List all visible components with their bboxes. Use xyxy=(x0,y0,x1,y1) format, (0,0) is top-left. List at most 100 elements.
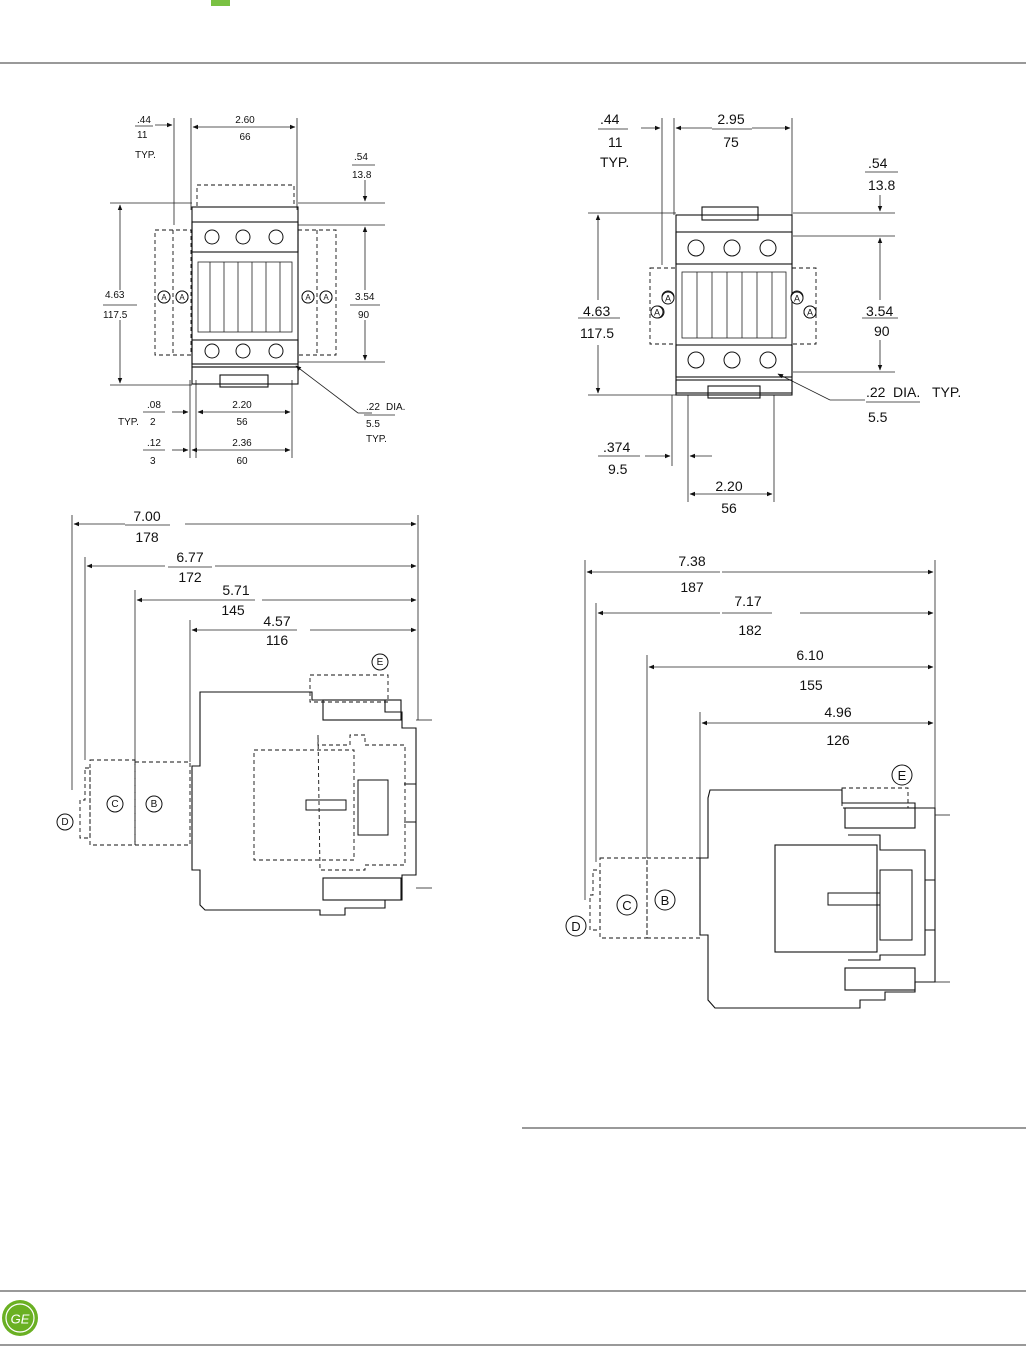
callout-d: D xyxy=(571,919,580,934)
dim-label-mm: 56 xyxy=(721,500,737,516)
dim-label-mm: 13.8 xyxy=(868,177,895,193)
dim-label-in: 2.20 xyxy=(715,478,742,494)
dim-label-mm: 56 xyxy=(236,417,248,428)
dim-label-mm: 75 xyxy=(723,134,739,150)
dim-label-mm: 187 xyxy=(680,579,704,595)
dim-label-in: 6.10 xyxy=(796,647,823,663)
dim-label-mm: 66 xyxy=(239,132,251,143)
dim-label-in: 6.77 xyxy=(176,549,203,565)
dim-label-in: 3.54 xyxy=(355,292,375,303)
dim-label-in: .374 xyxy=(603,439,630,455)
callout-c-circle xyxy=(106,795,124,813)
dim-note: TYP. xyxy=(600,154,629,170)
dim-label-mm: 13.8 xyxy=(352,170,372,181)
dim-label-mm: 182 xyxy=(738,622,762,638)
dim-label-in: 2.36 xyxy=(232,438,252,449)
callout-a-circle xyxy=(803,305,817,319)
dim-label-in: 3.54 xyxy=(866,303,893,319)
dim-label-mm: 3 xyxy=(150,456,156,467)
dim-label-mm: 116 xyxy=(266,632,289,648)
dim-label-in: 2.60 xyxy=(235,115,255,126)
section-marker xyxy=(211,0,230,6)
left-side-view xyxy=(71,515,432,916)
dim-label-in: .44 xyxy=(600,111,620,127)
dim-label-mm: 9.5 xyxy=(608,461,628,477)
callout-e-circle xyxy=(891,764,913,786)
dim-label-in: 4.63 xyxy=(105,290,125,301)
callout-a: A xyxy=(323,293,329,302)
dim-label-in: .22 xyxy=(366,402,380,413)
callout-e-circle xyxy=(371,653,389,671)
dim-note: TYP. xyxy=(118,417,139,428)
dim-label-mm: 5.5 xyxy=(868,409,888,425)
dim-label-in: 4.63 xyxy=(583,303,610,319)
dim-note: TYP. xyxy=(135,150,156,161)
dim-label-in: .44 xyxy=(137,115,151,126)
dim-label-mm: 2 xyxy=(150,417,156,428)
callout-d: D xyxy=(61,817,68,828)
dim-label-in: .22 xyxy=(866,384,886,400)
callout-a: A xyxy=(654,308,660,318)
left-front-view xyxy=(103,118,395,458)
callout-d-circle xyxy=(565,915,587,937)
callout-c: C xyxy=(111,799,118,810)
dim-label-mm: 5.5 xyxy=(366,419,380,430)
callout-a: A xyxy=(305,293,311,302)
dim-label-in: 2.20 xyxy=(232,400,252,411)
callout-e: E xyxy=(377,657,384,668)
ge-monogram-logo: GE xyxy=(2,1300,38,1336)
callout-a-circle xyxy=(319,290,333,304)
dim-label-mm: 178 xyxy=(135,529,159,545)
dim-label-in: .54 xyxy=(354,152,368,163)
callout-a: A xyxy=(179,293,185,302)
dim-label-in: 4.57 xyxy=(263,613,290,629)
dim-suffix: DIA. xyxy=(386,402,405,413)
callout-a-circle xyxy=(157,290,171,304)
right-side-view xyxy=(584,560,950,1009)
callout-d-circle xyxy=(56,813,74,831)
dim-label-mm: 90 xyxy=(874,323,890,339)
callout-b: B xyxy=(661,893,670,908)
callout-b-circle xyxy=(654,889,676,911)
callout-a-circle xyxy=(661,291,675,305)
dim-label-in: 7.17 xyxy=(734,593,761,609)
callout-a-circle xyxy=(175,290,189,304)
dim-label-mm: 145 xyxy=(221,602,245,618)
dim-note: TYP. xyxy=(932,384,961,400)
dim-label-in: 7.38 xyxy=(678,553,705,569)
callout-b: B xyxy=(151,799,158,810)
dim-label-in: .54 xyxy=(868,155,888,171)
callout-a: A xyxy=(665,294,671,304)
dim-label-in: 7.00 xyxy=(133,508,160,524)
dim-label-mm: 117.5 xyxy=(580,325,614,341)
dim-label-mm: 172 xyxy=(178,569,202,585)
right-front-view xyxy=(578,118,920,502)
dim-label-in: 5.71 xyxy=(222,582,249,598)
dim-label-in: 2.95 xyxy=(717,111,744,127)
callout-e: E xyxy=(898,768,907,783)
ge-logo-text: GE xyxy=(11,1312,30,1327)
dim-label-in: .08 xyxy=(147,400,161,411)
dim-label-mm: 11 xyxy=(608,134,623,150)
dim-label-in: .12 xyxy=(147,438,161,449)
dim-label-mm: 155 xyxy=(799,677,823,693)
callout-a: A xyxy=(794,294,800,304)
dim-note: TYP. xyxy=(366,434,387,445)
callout-b-circle xyxy=(145,795,163,813)
callout-a-circle xyxy=(790,291,804,305)
callout-a: A xyxy=(807,308,813,318)
callout-c: C xyxy=(622,898,631,913)
dim-label-mm: 60 xyxy=(236,456,248,467)
dim-label-in: 4.96 xyxy=(824,704,851,720)
dim-suffix: DIA. xyxy=(893,384,920,400)
dim-label-mm: 90 xyxy=(358,310,370,321)
dim-label-mm: 117.5 xyxy=(103,310,128,321)
callout-c-circle xyxy=(616,894,638,916)
dim-label-mm: 11 xyxy=(137,130,148,141)
callout-a-circle xyxy=(301,290,315,304)
callout-a-circle xyxy=(650,305,664,319)
dim-label-mm: 126 xyxy=(826,732,850,748)
callout-a: A xyxy=(161,293,167,302)
